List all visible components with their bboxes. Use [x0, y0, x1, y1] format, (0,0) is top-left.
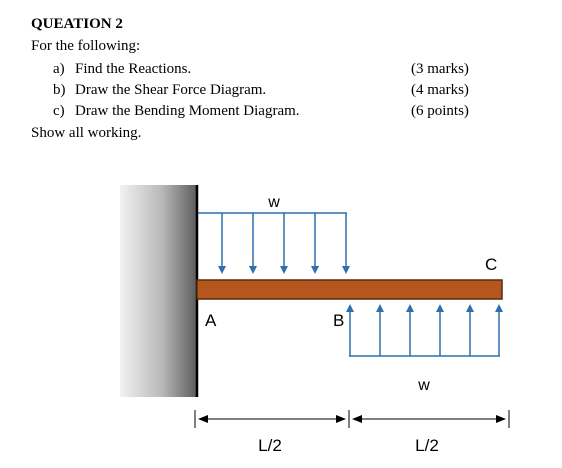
item-a-text: Find the Reactions.	[75, 61, 192, 77]
top-distributed-load	[198, 212, 350, 274]
point-c-label: C	[485, 255, 497, 274]
item-a-letter: a)	[53, 61, 65, 77]
point-b-label: B	[333, 311, 344, 330]
item-c-marks: (6 points)	[411, 103, 469, 119]
question-intro: For the following:	[31, 38, 141, 54]
item-b-marks: (4 marks)	[411, 82, 469, 98]
beam	[196, 279, 503, 300]
top-load-label: w	[267, 194, 280, 211]
dim-left-label: L/2	[258, 436, 282, 455]
item-b: b) Draw the Shear Force Diagram.	[53, 82, 266, 99]
dimension-lines	[194, 410, 510, 428]
item-c-text: Draw the Bending Moment Diagram.	[75, 103, 300, 119]
fixed-wall	[120, 185, 197, 397]
bottom-load-label: w	[417, 377, 430, 394]
point-a-label: A	[205, 311, 217, 330]
item-c-letter: c)	[53, 103, 65, 119]
question-title: QUEATION 2	[31, 16, 123, 32]
item-b-text: Draw the Shear Force Diagram.	[75, 82, 267, 98]
show-working-note: Show all working.	[31, 125, 142, 141]
dim-right-label: L/2	[415, 436, 439, 455]
item-b-letter: b)	[53, 82, 66, 98]
bottom-distributed-load	[346, 304, 503, 357]
item-a: a) Find the Reactions.	[53, 61, 191, 78]
item-a-marks: (3 marks)	[411, 61, 469, 77]
item-c: c) Draw the Bending Moment Diagram.	[53, 103, 300, 120]
